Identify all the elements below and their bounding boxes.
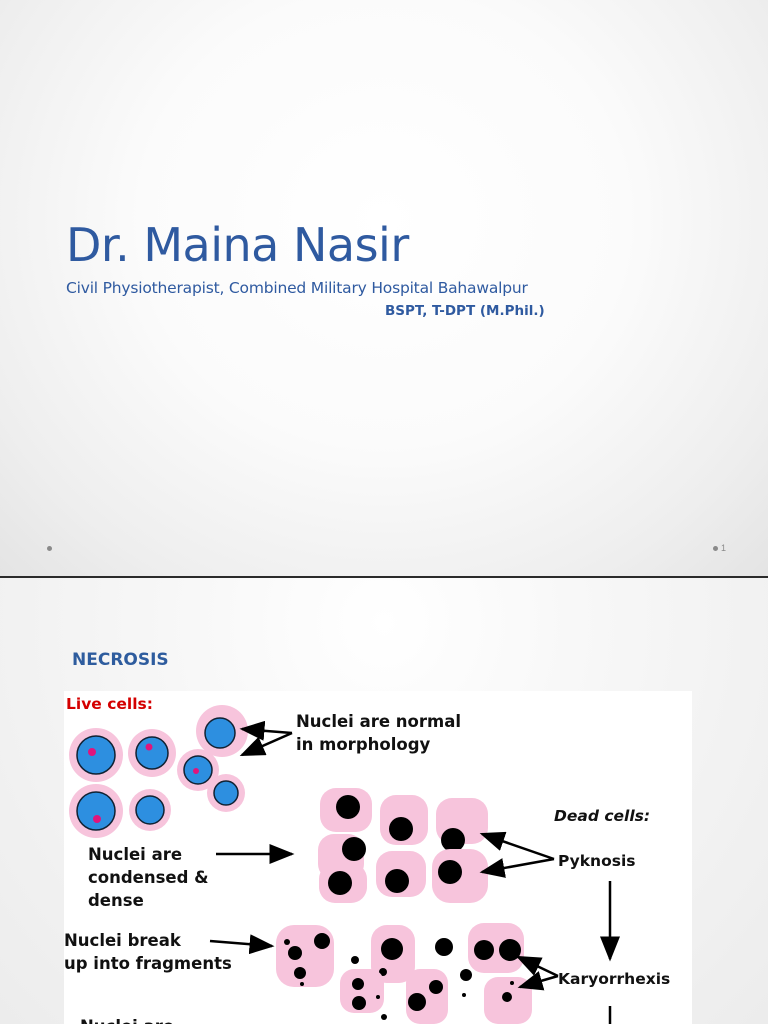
dense-nucleus (389, 817, 413, 841)
live-cells-label: Live cells: (66, 695, 153, 713)
live-cells-group (69, 705, 248, 838)
live-nucleus (76, 791, 116, 831)
page-number: 1 (721, 543, 727, 553)
footer-bullet-right (713, 546, 718, 551)
dead-cell (340, 969, 384, 1013)
dense-nucleus (441, 828, 465, 852)
dense-nucleus (342, 837, 366, 861)
pyknosis-label: Pyknosis (558, 852, 636, 870)
diagram-arrows (209, 720, 620, 1024)
live-nucleus (135, 736, 169, 770)
slide-subtitle: Civil Physiotherapist, Combined Military… (66, 279, 528, 297)
karyorrhexis-label: Karyorrhexis (558, 970, 671, 988)
fragmented-nuclei-label: Nuclei break up into fragments (64, 931, 232, 973)
necrosis-slide: NECROSIS (0, 578, 768, 1024)
condensed-cells-group (318, 788, 488, 903)
footer-bullet-left (47, 546, 52, 551)
normal-nuclei-label: Nuclei are normal in morphology (296, 712, 461, 754)
fragmented-cells-group (276, 923, 532, 1024)
dense-nucleus (336, 795, 360, 819)
live-nucleus (213, 780, 239, 806)
title-slide: Dr. Maina Nasir Civil Physiotherapist, C… (0, 0, 768, 576)
necrosis-figure: Live cells: Nuclei are normal in morphol… (64, 691, 692, 1024)
slide-degrees: BSPT, T-DPT (M.Phil.) (385, 303, 545, 319)
partial-nuclei-label: Nuclei are (80, 1015, 174, 1024)
condensed-nuclei-label: Nuclei are condensed & dense (88, 845, 209, 910)
dense-nucleus (438, 860, 462, 884)
dense-nucleus (385, 869, 409, 893)
dead-cells-label: Dead cells: (554, 807, 651, 825)
slide-title: Dr. Maina Nasir (66, 218, 409, 272)
live-nucleus (76, 735, 116, 775)
necrosis-diagram (69, 705, 620, 1024)
slide-title: NECROSIS (72, 650, 169, 670)
live-nucleus (204, 717, 236, 749)
live-nucleus (135, 795, 165, 825)
dense-nucleus (328, 871, 352, 895)
